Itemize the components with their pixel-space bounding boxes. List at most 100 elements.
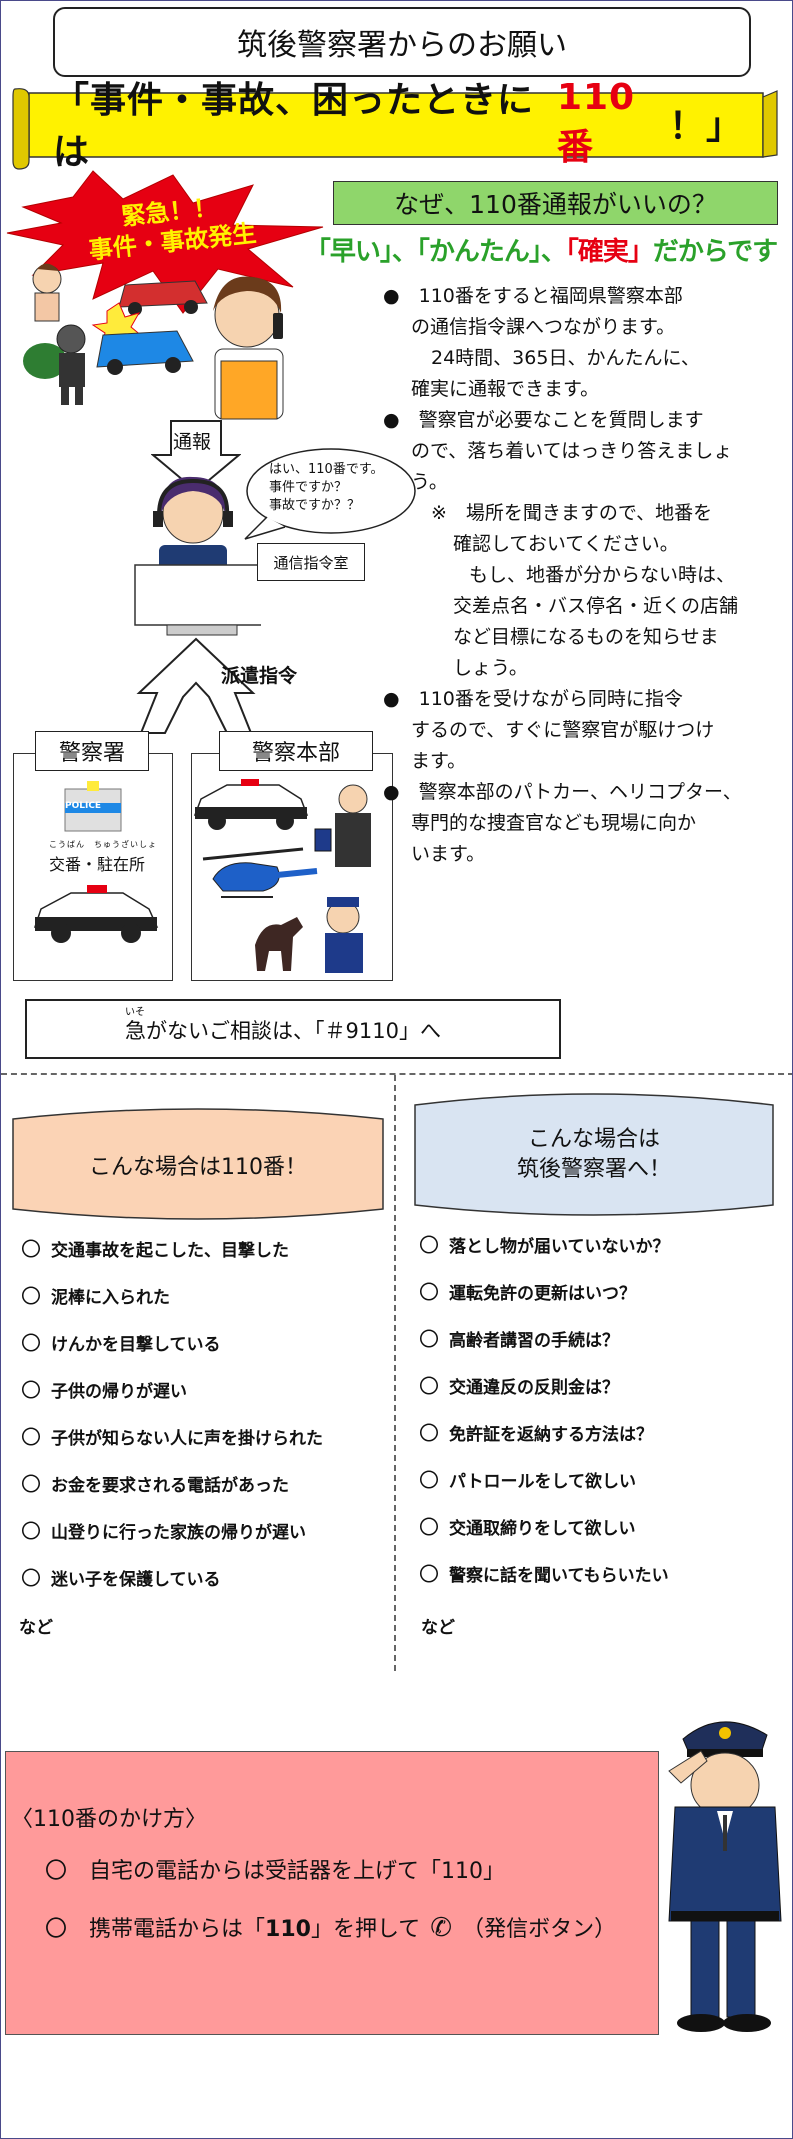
list-item: 〇運転免許の更新はいつ？	[419, 1280, 636, 1304]
koban-ruby: こうばん ちゅうざいしょ	[49, 840, 157, 849]
bullet-1: ● 110番をすると福岡県警察本部 の通信指令課へつながります。 24時間、36…	[383, 281, 781, 405]
scroll-banner	[12, 88, 778, 170]
phone-call-icon: ✆	[430, 1913, 453, 1943]
speech-line1: はい、110番です。	[269, 462, 384, 477]
b3-line1: 110番を受けながら同時に指令	[418, 688, 683, 710]
b1-line1: 110番をすると福岡県警察本部	[418, 285, 683, 307]
list-item: 〇迷い子を保護している	[21, 1566, 221, 1590]
consult-box	[25, 999, 561, 1059]
why-sub-q3: 「確実」	[565, 237, 654, 267]
bullet-4: ● 警察本部のパトカー、ヘリコプター、 専門的な捜査官なども現場に向か います。	[383, 777, 781, 870]
bullet-dot-icon: ●	[383, 781, 400, 803]
howto-line2a: 〇 携帯電話からは「	[45, 1917, 266, 1942]
howto-title: 〈110番のかけ方〉	[11, 1807, 207, 1832]
right-title: こんな場合は 筑後警察署へ！	[413, 1125, 775, 1185]
left-title-banner	[12, 1108, 384, 1220]
list-item: 〇子供が知らない人に声を掛けられた	[21, 1425, 323, 1449]
left-item-text: 子供が知らない人に声を掛けられた	[51, 1429, 323, 1449]
right-item-text: パトロールをして欲しい	[449, 1472, 636, 1492]
right-item-text: 運転免許の更新はいつ？	[449, 1284, 636, 1304]
speech-bubble	[244, 448, 416, 540]
command-room-text: 通信指令室	[273, 553, 349, 572]
command-room-label: 通信指令室	[257, 543, 365, 581]
b2-line1: 警察官が必要なことを質問します	[418, 409, 704, 431]
right-item-text: 交通取締りをして欲しい	[449, 1519, 636, 1539]
right-title-line2: 筑後警察署へ！	[516, 1157, 671, 1182]
howto-line2-110: 110	[265, 1917, 311, 1942]
right-item-text: 交通違反の反則金は？	[449, 1378, 619, 1398]
right-list: 〇落とし物が届いていないか？ 〇運転免許の更新はいつ？ 〇高齢者講習の手続は？ …	[1, 1229, 792, 1605]
report-arrow-icon	[151, 420, 241, 493]
b4-line2: 専門的な捜査官なども現場に向か	[411, 812, 697, 834]
howto-line2d: （発信ボタン）	[462, 1917, 617, 1942]
b4-line1: 警察本部のパトカー、ヘリコプター、	[418, 781, 742, 803]
left-etc: など	[19, 1618, 53, 1638]
police-building-icon	[64, 781, 122, 832]
right-item-text: 落とし物が届いていないか？	[449, 1237, 670, 1257]
bullet-3: ● 110番を受けながら同時に指令 するので、すぐに警察官が駆けつけ ます。	[383, 684, 781, 777]
bullet-dot-icon: ●	[383, 409, 400, 431]
left-item-text: 迷い子を保護している	[51, 1570, 221, 1590]
hq-box: 警察本部	[219, 731, 373, 771]
list-item: 〇警察に話を聞いてもらいたい	[419, 1562, 669, 1586]
list-item: 〇けんかを目撃している	[21, 1331, 221, 1355]
bullet-dot-icon: ●	[383, 688, 400, 710]
why-subtitle: 「早い」、「かんたん」、「確実」だからです	[301, 231, 781, 268]
howto-line2: 〇 携帯電話からは「110」を押して ✆ （発信ボタン）	[45, 1911, 616, 1943]
station-box: 警察署	[35, 731, 149, 771]
list-item: 〇パトロールをして欲しい	[419, 1468, 636, 1492]
left-item-text: 泥棒に入られた	[51, 1288, 170, 1308]
b3-line3: ます。	[411, 750, 467, 772]
b2-line3: う。	[411, 471, 448, 493]
why-sub-q1: 「早い」、	[304, 237, 418, 267]
list-item: 〇高齢者講習の手続は？	[419, 1327, 619, 1351]
right-item-text: 高齢者講習の手続は？	[449, 1331, 619, 1351]
koban-label: 交番・駐在所	[49, 855, 146, 874]
right-etc: など	[421, 1618, 455, 1638]
right-title-line1: こんな場合は	[527, 1127, 660, 1152]
note-block: ※ 場所を聞きますので、地番を 確認しておいてください。 もし、地番が分からない…	[411, 498, 781, 684]
why-box: なぜ、110番通報がいいの？	[333, 181, 778, 225]
left-item-text: けんかを目撃している	[51, 1335, 221, 1355]
station-box-text: 警察署	[58, 741, 125, 766]
hq-resources-illustration	[193, 779, 371, 973]
list-item: 〇お金を要求される電話があった	[21, 1472, 289, 1496]
report-label: 通報	[173, 431, 212, 453]
page-title-text: 筑後警察署からのお願い	[237, 28, 567, 63]
police-sign-text: POLICE	[65, 801, 102, 811]
left-item-text: 子供の帰りが遅い	[51, 1382, 187, 1402]
b2-line2: ので、落ち着いてはっきり答えましょ	[411, 440, 733, 462]
left-title: こんな場合は110番！	[89, 1155, 307, 1180]
list-item: 〇落とし物が届いていないか？	[419, 1233, 670, 1257]
b3-line2: するので、すぐに警察官が駆けつけ	[411, 719, 715, 741]
howto-box	[5, 1751, 659, 2035]
list-item: 〇交通事故を起こした、目撃した	[21, 1237, 289, 1261]
list-item: 〇山登りに行った家族の帰りが遅い	[21, 1519, 306, 1543]
speech-text: はい、110番です。 事件ですか？ 事故ですか？？	[269, 461, 384, 515]
note-line1: ※ 場所を聞きますので、地番を	[431, 502, 713, 524]
list-item: 〇交通違反の反則金は？	[419, 1374, 619, 1398]
note-line3: もし、地番が分からない時は、	[469, 564, 736, 586]
note-line4: 交差点名・バス停名・近くの店舗	[453, 595, 739, 617]
hq-box-text: 警察本部	[251, 741, 340, 766]
section-divider	[1, 1073, 792, 1075]
consult-text: 急がないご相談は、「＃9110」へ	[125, 1019, 441, 1043]
left-item-text: お金を要求される電話があった	[51, 1476, 289, 1496]
banner-prefix: 「事件・事故、困ったときには	[53, 80, 535, 173]
list-item: 〇免許証を返納する方法は？	[419, 1421, 653, 1445]
bullet-list: ● 110番をすると福岡県警察本部 の通信指令課へつながります。 24時間、36…	[383, 281, 781, 870]
b4-line3: います。	[411, 843, 486, 865]
column-divider	[394, 1075, 396, 1671]
howto-line2c: 」を押して	[310, 1917, 421, 1942]
why-sub-q2: 「かんたん」、	[416, 237, 567, 267]
banner-suffix: ！」	[668, 106, 743, 147]
left-item-text: 交通事故を起こした、目撃した	[51, 1241, 289, 1261]
speech-line2: 事件ですか？	[269, 480, 348, 495]
right-title-banner	[414, 1093, 774, 1216]
list-item: 〇子供の帰りが遅い	[21, 1378, 187, 1402]
howto-line1: 〇 自宅の電話からは受話器を上げて「110」	[45, 1859, 505, 1884]
why-sub-end: だからです	[652, 237, 778, 267]
speech-line3: 事故ですか？？	[269, 498, 361, 513]
